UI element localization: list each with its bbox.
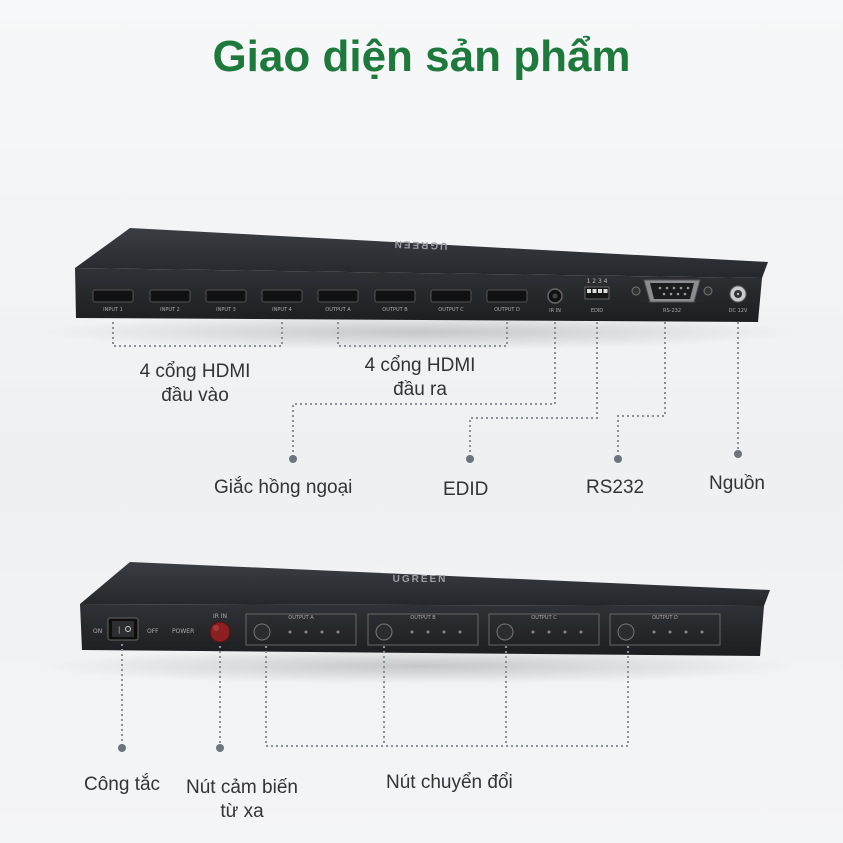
svg-text:OUTPUT B: OUTPUT B [410, 615, 436, 621]
svg-text:INPUT 2: INPUT 2 [160, 307, 180, 313]
svg-text:INPUT 3: INPUT 3 [216, 307, 236, 313]
output-group-a: OUTPUT A [245, 613, 357, 646]
switch-callout-dot [118, 744, 126, 752]
power-rocker-switch: | ON OFF [93, 617, 159, 641]
outputs-callout: 4 cổng HDMI đầu ra [364, 355, 476, 400]
power-label-callout: Nguồn [709, 473, 765, 494]
svg-text:OUTPUT A: OUTPUT A [325, 307, 351, 313]
ir-sensor: IR IN [209, 613, 231, 643]
output-group-c: OUTPUT C [488, 613, 600, 646]
edid-label: EDID [443, 479, 489, 500]
rs232-label: RS232 [586, 477, 645, 498]
hdmi-port-output-a: OUTPUT A [317, 289, 359, 313]
front-device: UGREEN | ON OFF POWER IR IN OUTPUT A OUT… [40, 562, 800, 684]
svg-text:OUTPUT B: OUTPUT B [382, 307, 408, 313]
hdmi-port-input-4: INPUT 4 [261, 289, 303, 313]
inputs-callout: 4 cổng HDMI đầu vào [139, 361, 251, 406]
brand-logo: UGREEN [392, 238, 447, 251]
ir-jack-label: Giắc hồng ngoại [214, 477, 353, 498]
hdmi-port-input-1: INPUT 1 [92, 289, 134, 313]
output-group-b: OUTPUT B [367, 613, 479, 646]
front-device-top [80, 562, 770, 606]
svg-text:OUTPUT D: OUTPUT D [494, 307, 520, 313]
hdmi-port-output-c: OUTPUT C [430, 289, 472, 313]
svg-text:OFF: OFF [147, 628, 159, 635]
dc-power-jack: DC 12V [729, 285, 748, 314]
output-group-d: OUTPUT D [609, 613, 721, 646]
svg-text:|: | [118, 626, 120, 634]
svg-text:OUTPUT A: OUTPUT A [288, 615, 314, 621]
svg-text:RS-232: RS-232 [663, 308, 681, 314]
rear-device-top [75, 228, 768, 278]
rs232-callout-dot [614, 455, 622, 463]
svg-text:OUTPUT C: OUTPUT C [438, 307, 464, 313]
ir-callout-dot [289, 455, 297, 463]
remote-callout-dot [216, 744, 224, 752]
svg-text:IR IN: IR IN [549, 308, 561, 314]
svg-text:OUTPUT D: OUTPUT D [652, 615, 678, 621]
svg-text:INPUT 4: INPUT 4 [272, 307, 292, 313]
front-leader-lines [121, 644, 629, 747]
selector-button-label: Nút chuyển đổi [386, 772, 513, 793]
edid-callout-dot [466, 455, 474, 463]
svg-text:ON: ON [93, 628, 102, 635]
svg-text:INPUT 1: INPUT 1 [103, 307, 123, 313]
brand-logo-front: UGREEN [393, 574, 448, 585]
power-callout-dot [734, 450, 742, 458]
rear-device-face [75, 268, 762, 322]
svg-text:1 2 3 4: 1 2 3 4 [587, 278, 608, 285]
svg-text:EDID: EDID [591, 308, 603, 314]
hdmi-port-input-2: INPUT 2 [149, 289, 191, 313]
rear-device: UGREEN INPUT 1 INPUT 2 INPUT 3 INPUT 4 O… [40, 228, 800, 350]
remote-sensor-label: Nút cảm biến từ xa [186, 777, 298, 822]
hdmi-port-output-b: OUTPUT B [374, 289, 416, 313]
svg-text:IR IN: IR IN [213, 613, 227, 620]
svg-text:DC 12V: DC 12V [729, 308, 748, 314]
switch-label: Công tắc [84, 774, 161, 795]
hdmi-port-output-d: OUTPUT D [486, 289, 528, 313]
power-label: POWER [172, 628, 194, 635]
svg-text:OUTPUT C: OUTPUT C [531, 615, 557, 621]
rs232-port: RS-232 [631, 279, 713, 314]
page-title: Giao diện sản phẩm [212, 32, 631, 81]
hdmi-port-input-3: INPUT 3 [205, 289, 247, 313]
ir-jack: IR IN [547, 288, 563, 314]
edid-dip-switch: 1 2 3 4 EDID [584, 278, 610, 314]
rear-leader-lines [112, 322, 739, 458]
front-device-face [80, 604, 764, 656]
